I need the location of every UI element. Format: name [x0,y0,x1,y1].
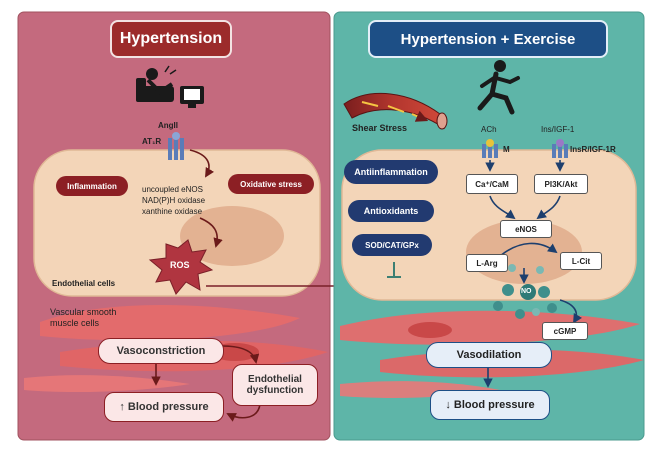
m-receptor-label: M [503,145,510,154]
larg-to-lcit-arrow [499,242,558,257]
no-label: NO [521,288,532,295]
cgmp-box: cGMP [542,322,588,340]
vasoconstriction-to-dysfunction-arrow [221,345,260,364]
angII-to-enzymes-arrow [189,149,215,178]
sod-pill: SOD/CAT/GPx [352,234,432,256]
inflammation-pill: Inflammation [56,176,128,196]
at1r-label: AT₁R [142,137,162,146]
no-dot [532,308,540,316]
endothelial-dysfunction-line1: Endothelial [248,373,302,385]
vsmc-label-line2: muscle cells [50,318,100,328]
endothelial-dysfunction-line2: dysfunction [246,385,304,396]
vsmc-label-line1: Vascular smooth [50,307,117,317]
ach-label: ACh [481,125,497,134]
blood-vessel-icon [343,92,448,129]
right-panel [333,11,645,441]
sedentary-person-icon [136,65,204,108]
endothelial-cells-label: Endothelial cells [52,279,116,288]
ins-igf-label: Ins/IGF-1 [541,125,575,134]
vasodilation-box: Vasodilation [426,342,552,368]
cacam-to-enos-arrow [489,195,516,220]
ros-star-icon [148,239,214,295]
dysfunction-to-bp-arrow [226,403,261,422]
runner-icon [477,60,520,115]
no-dot [536,266,544,274]
shear-stress-label: Shear Stress [352,123,408,133]
no-dot [515,309,525,319]
pi3k-to-enos-arrow [536,195,561,220]
pi3k-box: PI3K/Akt [534,174,588,194]
l-cit-box: L-Cit [560,252,602,270]
at1r-receptor-icon [168,132,184,160]
enzyme-xanthine-oxidase: xanthine oxidase [142,207,203,216]
no-dot [538,286,550,298]
angII-label: AngII [158,121,178,130]
no-dot [547,303,557,313]
enzyme-uncoupled-enos: uncoupled eNOS [142,185,203,194]
ca-cam-box: Ca⁺/CaM [466,174,518,194]
no-dot [493,301,503,311]
left-panel [17,11,487,441]
oxidative-stress-pill: Oxidative stress [228,174,314,194]
right-panel-title: Hypertension + Exercise [368,20,608,58]
left-muscle-cell-3 [24,375,190,392]
enzyme-nadph-oxidase: NAD(P)H oxidase [142,196,206,205]
right-blood-pressure-box: ↓ Blood pressure [430,390,550,420]
ros-label: ROS [170,260,190,270]
antiinflammation-pill: Antiinflammation [344,160,438,184]
no-dot [508,264,516,272]
left-blood-pressure-box: ↑ Blood pressure [104,392,224,422]
m-receptor-icon [482,139,498,158]
endothelial-dysfunction-box: Endothelial dysfunction [232,364,318,406]
insr-receptor-icon [552,139,568,158]
no-molecules [493,264,557,319]
no-dot [520,284,536,300]
no-to-cgmp-arrow [559,299,583,324]
l-arg-box: L-Arg [466,254,508,272]
insr-label: InsR/IGF-1R [570,145,616,154]
right-muscle-nucleus [408,322,452,338]
enos-box: eNOS [500,220,552,238]
antioxidants-pill: Antioxidants [348,200,434,222]
vasoconstriction-box: Vasoconstriction [98,338,224,364]
left-muscle-cell-1 [40,304,300,341]
no-dot [502,284,514,296]
enzymes-to-nucleus-arrow [199,217,223,248]
left-panel-title: Hypertension [110,20,232,58]
